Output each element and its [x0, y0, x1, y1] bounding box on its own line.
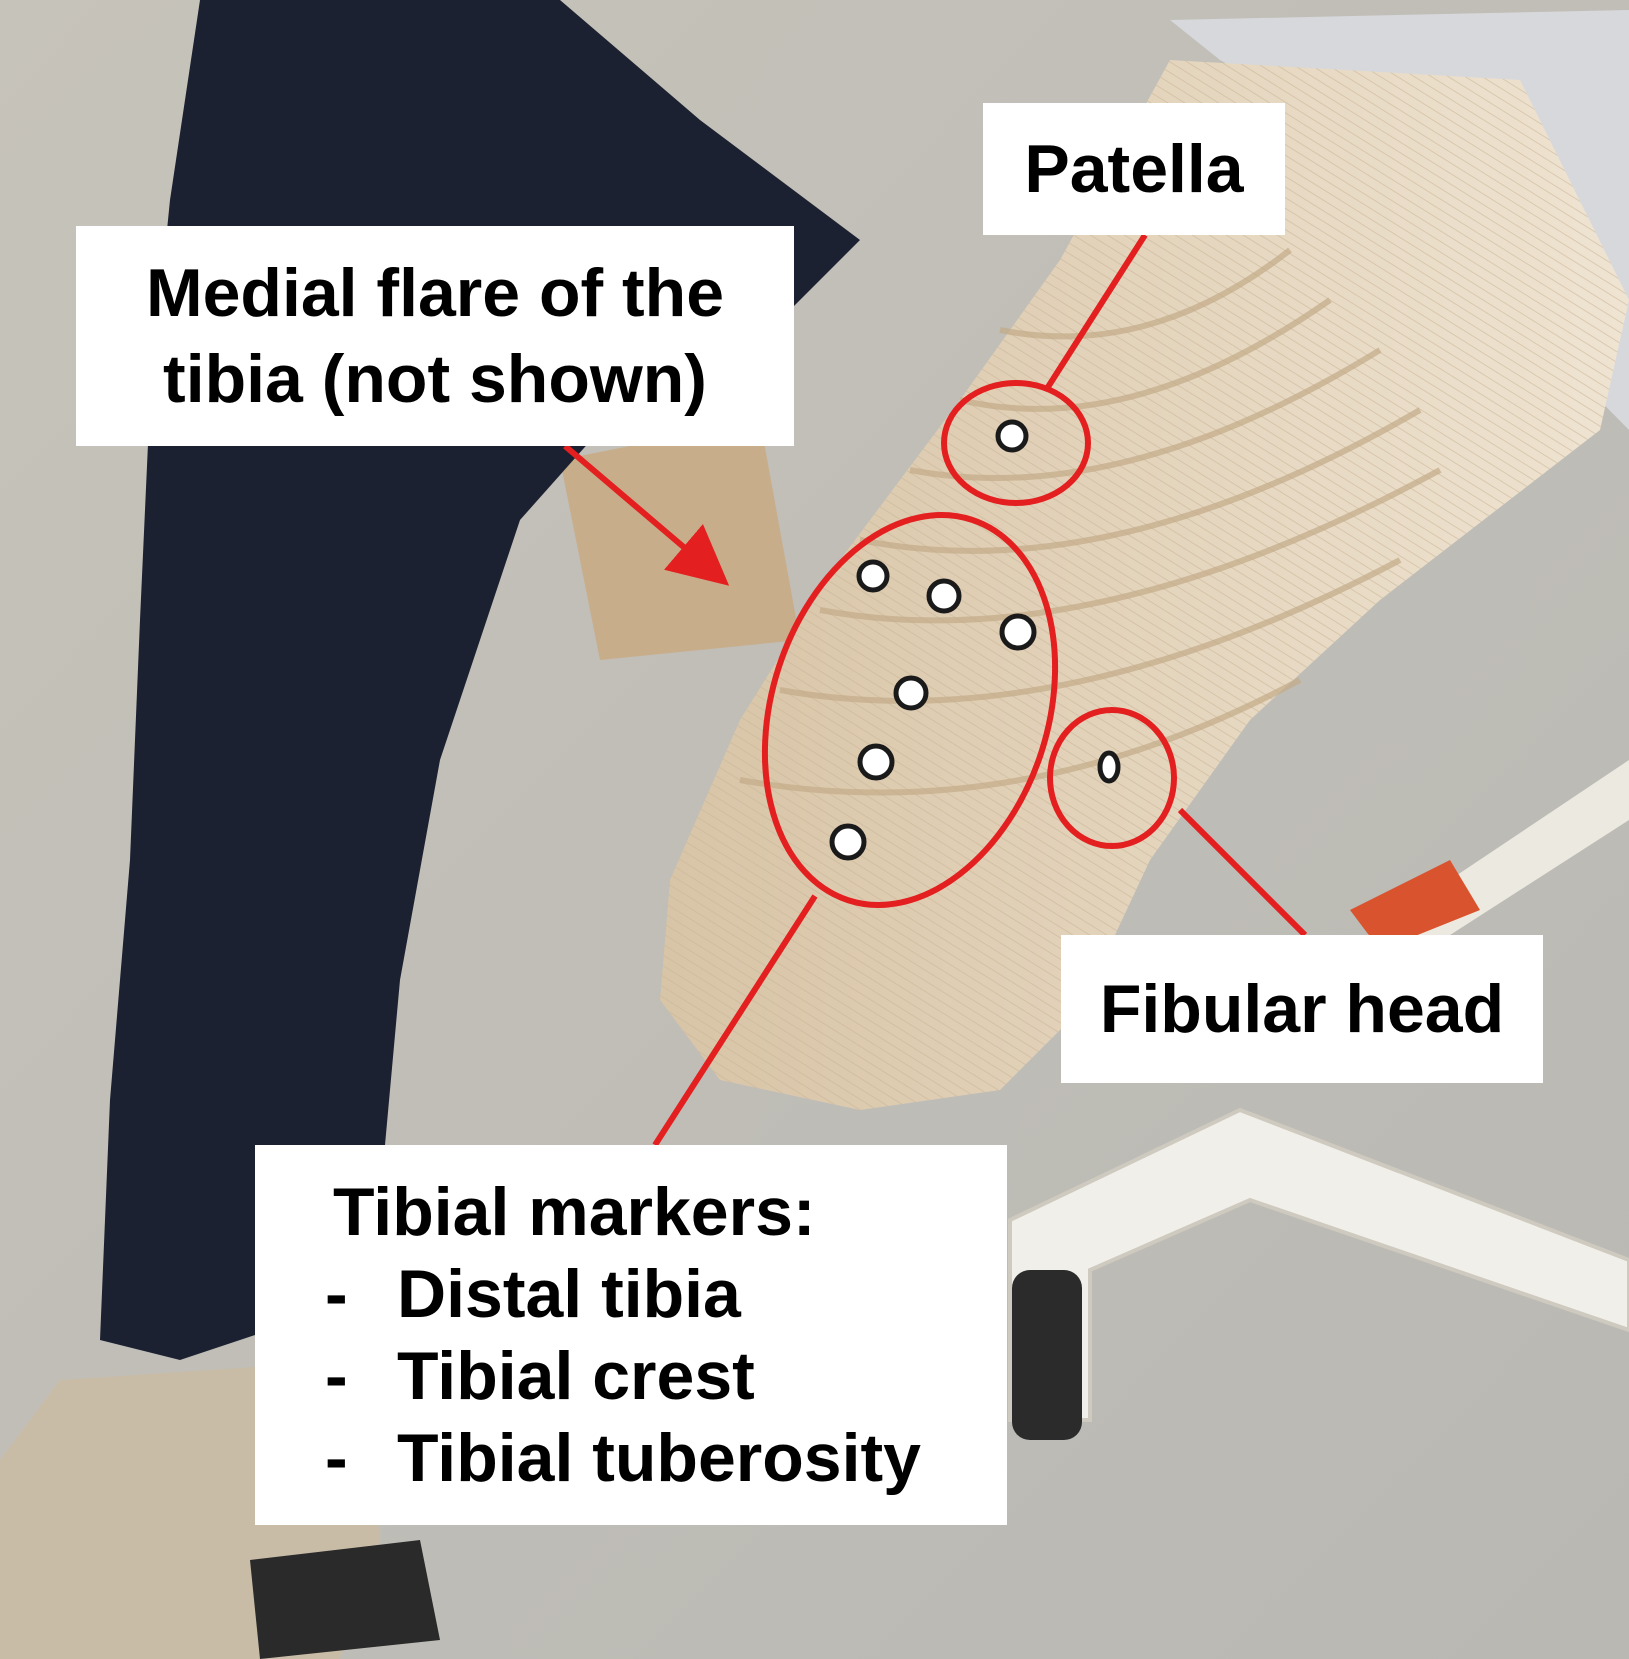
medial-flare-label: Medial flare of the tibia (not shown) [76, 226, 794, 446]
medial-flare-label-line2: tibia (not shown) [163, 341, 707, 417]
marker-dot [995, 419, 1029, 453]
fibular-leader [1177, 807, 1308, 938]
patella-label-text: Patella [1024, 131, 1244, 207]
marker-dot [857, 743, 895, 781]
tibial-marker-item-text: Distal tibia [397, 1256, 741, 1332]
tibial-marker-item: - Tibial tuberosity [255, 1417, 1007, 1499]
tibial-marker-item-text: Tibial tuberosity [397, 1420, 921, 1496]
marker-dot [893, 675, 929, 711]
list-dash: - [325, 1420, 348, 1496]
marker-dot [829, 823, 867, 861]
medial-flare-arrow [563, 443, 730, 586]
marker-dots [829, 419, 1121, 861]
tibial-markers-ellipse [761, 512, 1059, 908]
list-dash: - [325, 1256, 348, 1332]
tibial-marker-item-text: Tibial crest [397, 1338, 755, 1414]
sleeve-bands [739, 247, 1442, 796]
patella-leader [1045, 233, 1148, 389]
tibial-markers-title: Tibial markers: [333, 1174, 816, 1250]
fibular-head-label: Fibular head [1061, 935, 1543, 1083]
patella-label: Patella [983, 103, 1285, 235]
marker-dot [856, 559, 890, 593]
list-dash: - [325, 1338, 348, 1414]
fibular-head-label-text: Fibular head [1099, 971, 1505, 1047]
patella-circle [941, 380, 1091, 506]
marker-dot [999, 613, 1037, 651]
walker-wheel [1012, 1270, 1082, 1440]
medial-flare-label-line1: Medial flare of the [145, 255, 725, 331]
shoe-sole [250, 1540, 440, 1659]
marker-dot [1097, 750, 1121, 784]
tibial-marker-item: - Tibial crest [255, 1335, 1007, 1417]
sleeve-ribbing [660, 60, 1629, 1110]
tibial-markers-label: Tibial markers: - Distal tibia - Tibial … [255, 1145, 1007, 1525]
marker-dot [926, 578, 962, 614]
tibial-leader [652, 894, 818, 1147]
red-tag [1350, 860, 1480, 950]
fibular-head-circle [1047, 707, 1177, 849]
annotation-overlay [563, 233, 1308, 1147]
tibial-marker-item: - Distal tibia [255, 1253, 1007, 1335]
